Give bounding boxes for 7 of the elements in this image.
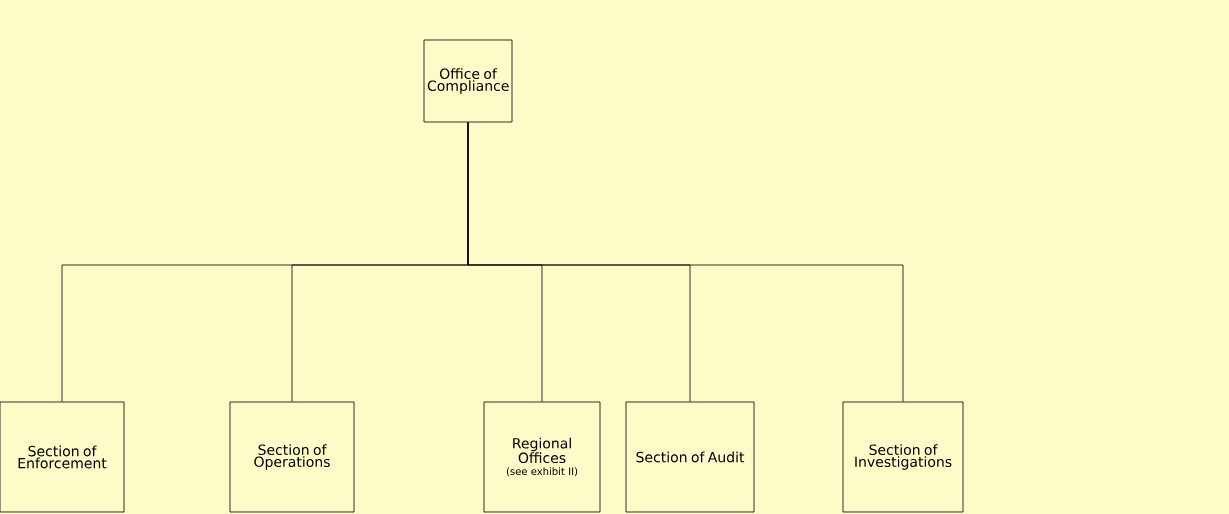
org-box: Section of Investigations bbox=[842, 401, 964, 513]
connector-line bbox=[467, 122, 904, 402]
org-box: Section of Operations bbox=[229, 401, 355, 513]
org-box: Regional Offices (see exhibit II) bbox=[483, 401, 601, 513]
org-box: Office of Compliance bbox=[423, 39, 513, 123]
org-box: Section of Audit bbox=[625, 401, 755, 513]
org-box: Section of Enforcement bbox=[0, 401, 125, 513]
